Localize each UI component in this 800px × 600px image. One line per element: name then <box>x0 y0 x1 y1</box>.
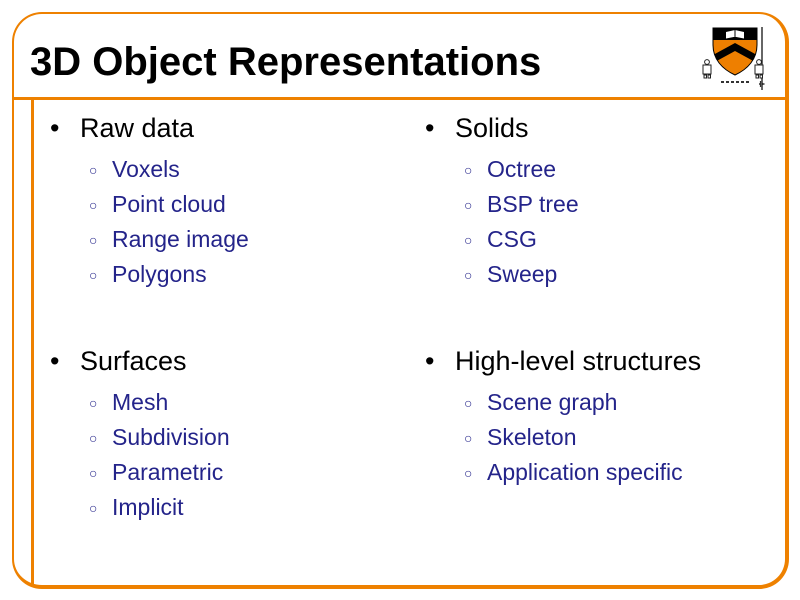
left-margin-line <box>31 100 34 586</box>
section-header: • Surfaces <box>50 341 230 381</box>
circle-bullet-icon: ○ <box>464 196 473 213</box>
list-item-label: Range image <box>112 226 249 252</box>
sub-item-list: ○ Octree ○ BSP tree ○ CSG ○ Sweep <box>464 152 579 292</box>
bullet-icon: • <box>50 346 60 376</box>
section-surfaces: • Surfaces ○ Mesh ○ Subdivision ○ Parametri… <box>50 341 230 525</box>
list-item: ○ Range image <box>89 222 249 257</box>
list-item: ○ Mesh <box>89 385 230 420</box>
circle-bullet-icon: ○ <box>89 196 98 213</box>
list-item-label: Parametric <box>112 459 224 485</box>
list-item-label: Point cloud <box>112 191 226 217</box>
list-item-label: Octree <box>487 156 557 182</box>
page-title: 3D Object Representations <box>30 40 542 84</box>
princeton-shield-icon <box>702 27 765 90</box>
circle-bullet-icon: ○ <box>464 464 473 481</box>
list-item: ○ Implicit <box>89 490 230 525</box>
list-item-label: Implicit <box>112 494 184 520</box>
title-divider-line <box>13 97 786 100</box>
circle-bullet-icon: ○ <box>464 231 473 248</box>
list-item-label: Sweep <box>487 261 558 287</box>
list-item-label: Mesh <box>112 389 169 415</box>
section-label: Surfaces <box>80 346 187 376</box>
section-header: • High-level structures <box>425 341 701 381</box>
list-item: ○ CSG <box>464 222 579 257</box>
circle-bullet-icon: ○ <box>464 394 473 411</box>
section-label: Solids <box>455 113 529 143</box>
list-item: ○ Subdivision <box>89 420 230 455</box>
circle-bullet-icon: ○ <box>89 231 98 248</box>
list-item: ○ Parametric <box>89 455 230 490</box>
sub-item-list: ○ Voxels ○ Point cloud ○ Range image ○ Polyg… <box>89 152 249 292</box>
sub-item-list: ○ Scene graph ○ Skeleton ○ Application spec… <box>464 385 701 490</box>
circle-bullet-icon: ○ <box>464 161 473 178</box>
circle-bullet-icon: ○ <box>89 464 98 481</box>
list-item: ○ Skeleton <box>464 420 701 455</box>
section-label: Raw data <box>80 113 195 143</box>
section-solids: • Solids ○ Octree ○ BSP tree ○ CSG ○ Sweep <box>425 108 579 292</box>
list-item-label: BSP tree <box>487 191 579 217</box>
list-item-label: Polygons <box>112 261 207 287</box>
bullet-icon: • <box>50 113 60 143</box>
list-item-label: Scene graph <box>487 389 618 415</box>
circle-bullet-icon: ○ <box>89 266 98 283</box>
circle-bullet-icon: ○ <box>89 429 98 446</box>
list-item: ○ Voxels <box>89 152 249 187</box>
circle-bullet-icon: ○ <box>89 499 98 516</box>
sub-item-list: ○ Mesh ○ Subdivision ○ Parametric ○ Implicit <box>89 385 230 525</box>
section-header: • Raw data <box>50 108 249 148</box>
list-item-label: Application specific <box>487 459 683 485</box>
list-item-label: Skeleton <box>487 424 577 450</box>
circle-bullet-icon: ○ <box>89 394 98 411</box>
list-item-label: CSG <box>487 226 537 252</box>
list-item-label: Voxels <box>112 156 180 182</box>
circle-bullet-icon: ○ <box>464 429 473 446</box>
section-label: High-level structures <box>455 346 702 376</box>
bullet-icon: • <box>425 113 435 143</box>
section-header: • Solids <box>425 108 579 148</box>
list-item: ○ Point cloud <box>89 187 249 222</box>
list-item: ○ Application specific <box>464 455 701 490</box>
list-item: ○ Polygons <box>89 257 249 292</box>
bullet-icon: • <box>425 346 435 376</box>
list-item: ○ Octree <box>464 152 579 187</box>
circle-bullet-icon: ○ <box>89 161 98 178</box>
list-item: ○ Sweep <box>464 257 579 292</box>
list-item-label: Subdivision <box>112 424 230 450</box>
circle-bullet-icon: ○ <box>464 266 473 283</box>
section-high-level-structures: • High-level structures ○ Scene graph ○ Sk… <box>425 341 701 490</box>
list-item: ○ BSP tree <box>464 187 579 222</box>
section-raw-data: • Raw data ○ Voxels ○ Point cloud ○ Range i… <box>50 108 249 292</box>
list-item: ○ Scene graph <box>464 385 701 420</box>
